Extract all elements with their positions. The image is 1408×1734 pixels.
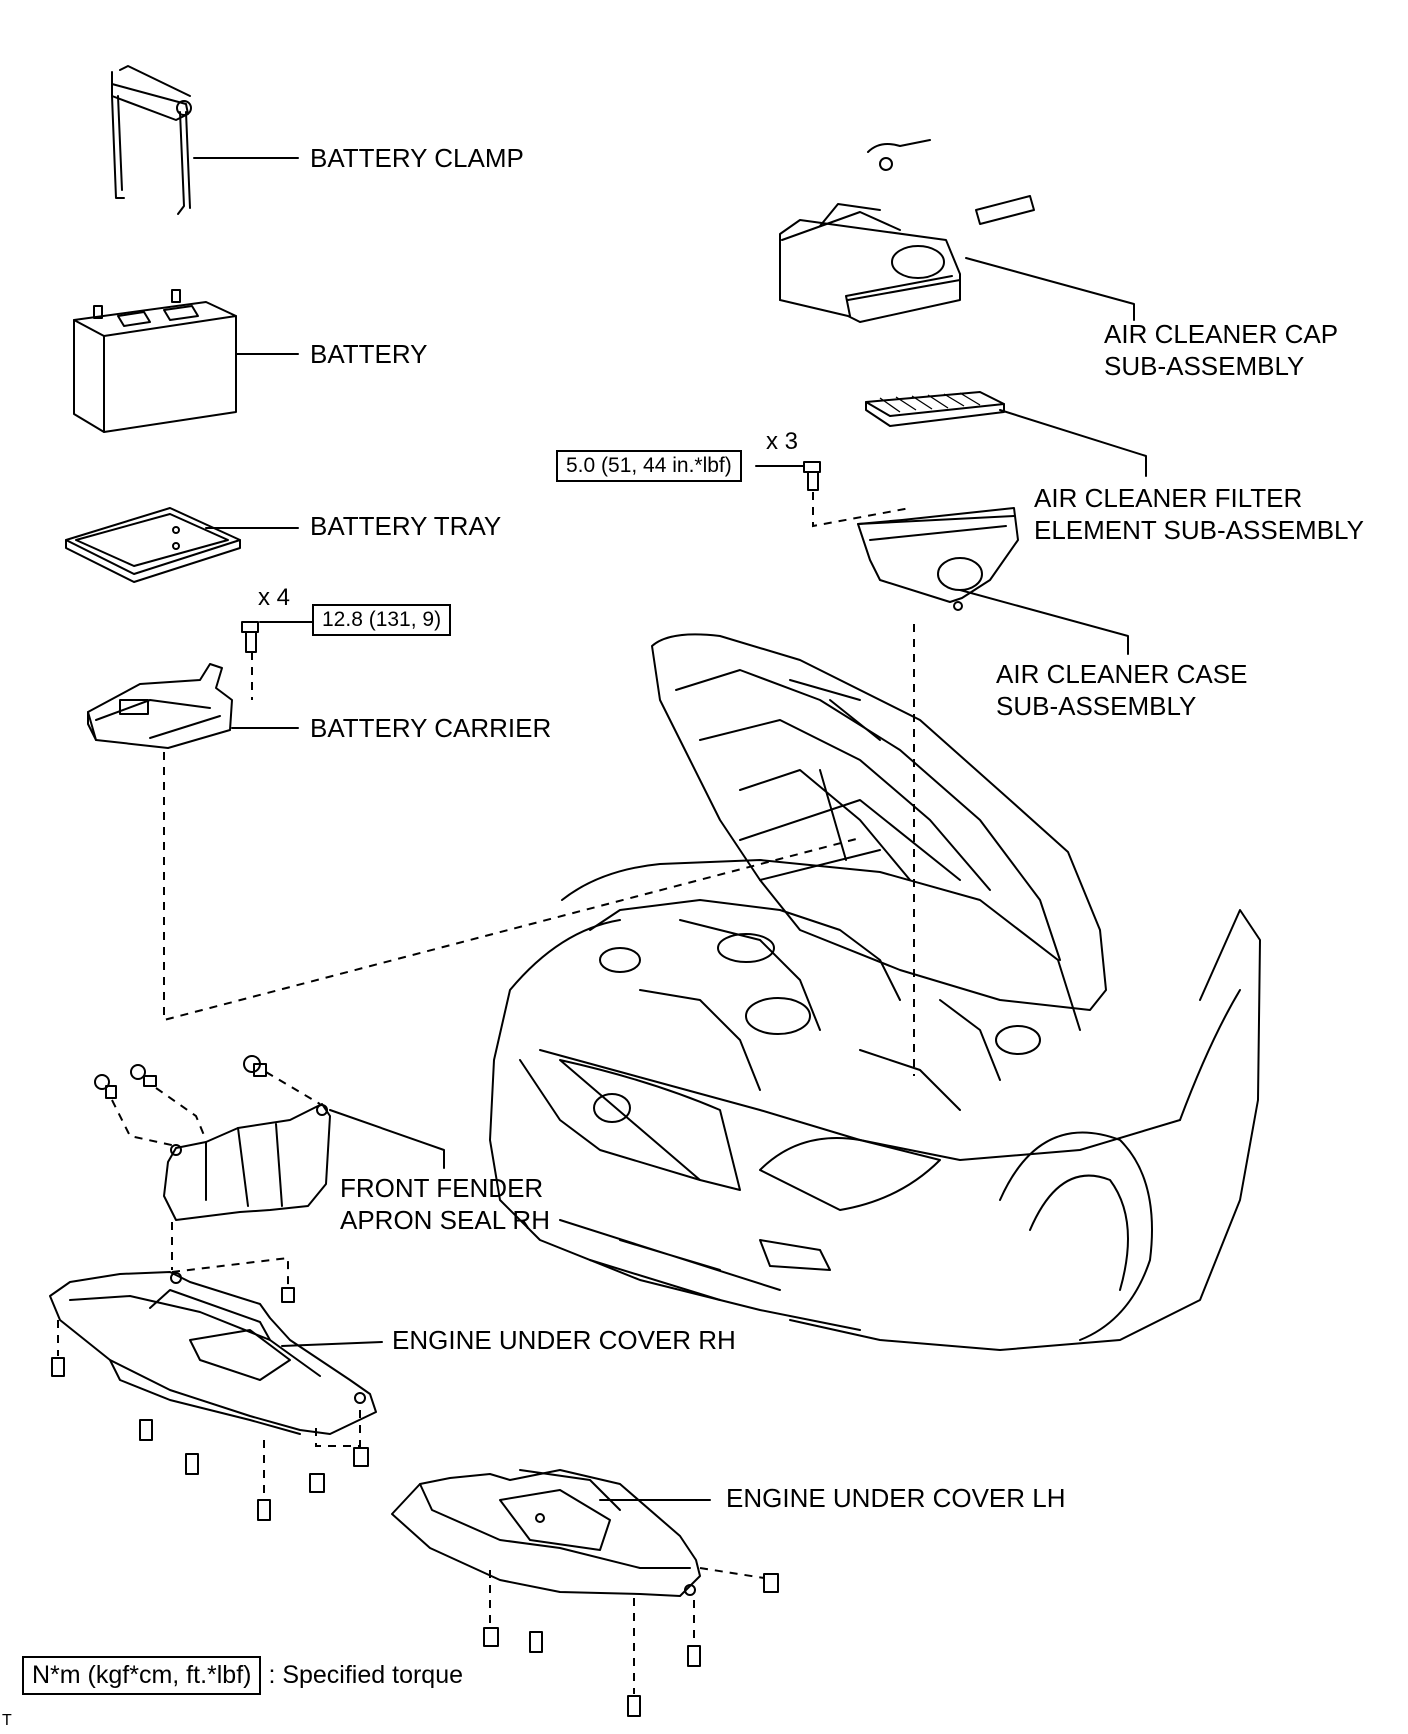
apron-clip-icons <box>94 1055 267 1099</box>
qty-carrier-bolt: x 4 <box>258 584 291 611</box>
leader-cover-rh <box>281 1341 383 1347</box>
label-engine-under-cover-rh: ENGINE UNDER COVER RH <box>392 1325 736 1355</box>
label-battery: BATTERY <box>310 339 428 369</box>
legend-description: : Specified torque <box>268 1661 464 1689</box>
apron-dashed-lines-3 <box>265 1071 321 1105</box>
engine-under-cover-rh-illustration <box>49 1271 377 1435</box>
leader-apron-seal <box>329 1109 445 1169</box>
label-air-cleaner-filter-line-2: ELEMENT SUB-ASSEMBLY <box>1034 515 1364 545</box>
battery-carrier-illustration <box>87 663 233 749</box>
label-engine-under-cover-lh: ENGINE UNDER COVER LH <box>726 1483 1066 1513</box>
battery-clamp-illustration <box>111 65 192 215</box>
label-battery-carrier: BATTERY CARRIER <box>310 713 552 743</box>
cover-rh-bolt-icons <box>51 1287 369 1521</box>
legend-unit-box: N*m (kgf*cm, ft.*lbf) <box>22 1656 262 1695</box>
label-battery-tray: BATTERY TRAY <box>310 511 502 541</box>
leader-air-cleaner-cap <box>965 257 1135 321</box>
torque-case-bolt: 5.0 (51, 44 in.*lbf) <box>556 450 742 482</box>
torque-carrier-bolt: 12.8 (131, 9) <box>312 604 452 636</box>
label-air-cleaner-case-line-1: AIR CLEANER CASE <box>996 659 1248 689</box>
leader-air-cleaner-filter <box>999 409 1147 477</box>
cover-lh-dashed-1 <box>699 1567 765 1579</box>
battery-illustration <box>73 289 237 433</box>
front-fender-apron-seal-illustration <box>163 1103 331 1221</box>
carrier-bolt-icon <box>241 621 259 653</box>
battery-tray-illustration <box>65 507 241 583</box>
vehicle-front-illustration <box>489 633 1261 1351</box>
label-apron-seal-line-1: FRONT FENDER <box>340 1173 544 1203</box>
label-front-fender-apron-seal: FRONT FENDER APRON SEAL RH <box>340 1172 550 1236</box>
label-air-cleaner-filter-line-1: AIR CLEANER FILTER <box>1034 483 1303 513</box>
cover-rh-dashed-lines <box>171 1256 289 1286</box>
label-battery-clamp: BATTERY CLAMP <box>310 143 524 173</box>
label-air-cleaner-case-line-2: SUB-ASSEMBLY <box>996 691 1197 721</box>
qty-case-bolt: x 3 <box>766 428 799 455</box>
air-cleaner-case-illustration <box>857 507 1019 611</box>
engine-under-cover-lh-illustration <box>391 1469 701 1597</box>
label-air-cleaner-cap-line-1: AIR CLEANER CAP <box>1104 319 1339 349</box>
carrier-location-dashed-line <box>163 752 861 1022</box>
leader-air-cleaner-case <box>959 589 1129 655</box>
label-air-cleaner-cap: AIR CLEANER CAP SUB-ASSEMBLY <box>1104 318 1338 382</box>
case-bolt-dashed-line <box>812 492 911 528</box>
label-air-cleaner-case: AIR CLEANER CASE SUB-ASSEMBLY <box>996 658 1247 722</box>
cover-lh-bolt-icons <box>483 1573 779 1717</box>
apron-dashed-lines-2 <box>155 1087 207 1141</box>
label-air-cleaner-cap-line-2: SUB-ASSEMBLY <box>1104 351 1305 381</box>
air-cleaner-filter-illustration <box>865 391 1005 427</box>
cover-rh-dashed-4 <box>315 1404 361 1447</box>
corner-mark: T <box>2 1712 12 1729</box>
air-cleaner-cap-illustration <box>779 139 1035 323</box>
apron-dashed-lines <box>111 1099 177 1147</box>
case-bolt-icon <box>803 461 821 491</box>
label-air-cleaner-filter: AIR CLEANER FILTER ELEMENT SUB-ASSEMBLY <box>1034 482 1364 546</box>
label-apron-seal-line-2: APRON SEAL RH <box>340 1205 550 1235</box>
torque-legend: N*m (kgf*cm, ft.*lbf) : Specified torque <box>22 1656 463 1695</box>
